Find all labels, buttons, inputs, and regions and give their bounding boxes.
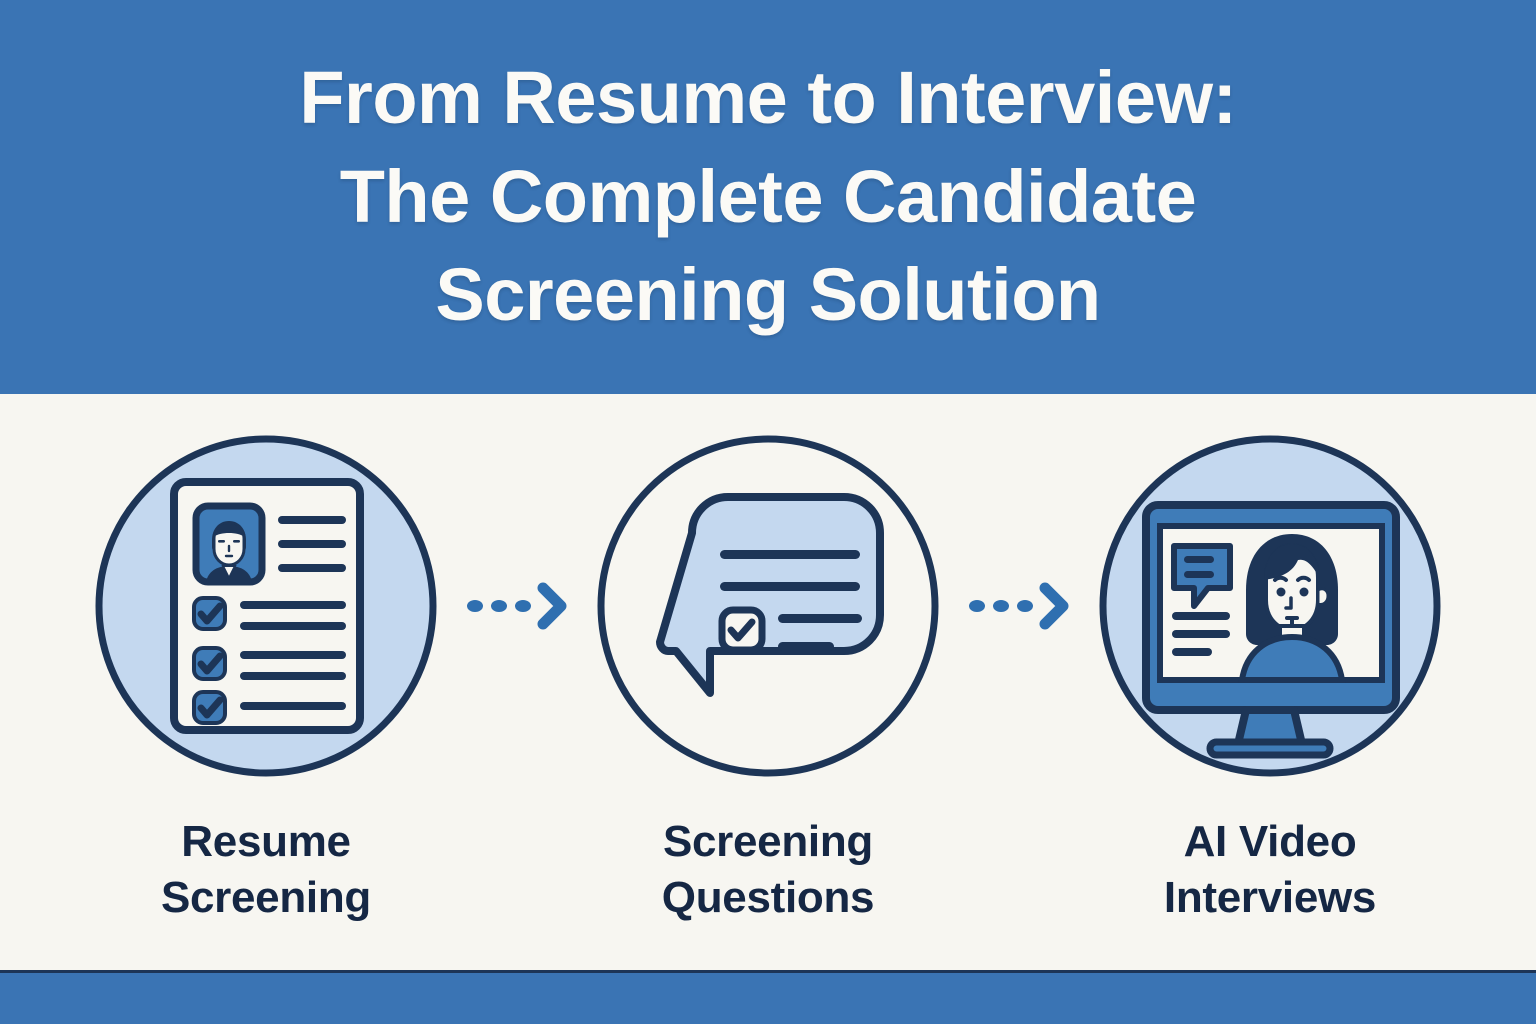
dotted-chevron-arrow-icon	[467, 582, 567, 630]
step-icon-resume-screening	[90, 430, 442, 782]
process-flow: Resume Screening	[0, 394, 1536, 973]
step-icon-screening-questions	[592, 430, 944, 782]
footer-band	[0, 970, 1536, 1024]
step-label-resume-screening: Resume Screening	[160, 817, 372, 923]
resume-document-checklist-icon	[95, 435, 437, 777]
step-resume-screening[interactable]: Resume Screening	[71, 394, 461, 927]
speech-bubble-checklist-icon	[597, 435, 939, 777]
header-band: From Resume to Interview: The Complete C…	[0, 0, 1536, 394]
step-screening-questions[interactable]: Screening Questions	[573, 394, 963, 927]
monitor-video-interview-icon	[1099, 435, 1441, 777]
connector-1	[461, 430, 573, 782]
dotted-chevron-arrow-icon	[969, 582, 1069, 630]
step-icon-ai-video-interviews	[1094, 430, 1446, 782]
page-title: From Resume to Interview: The Complete C…	[299, 56, 1237, 337]
step-ai-video-interviews[interactable]: AI Video Interviews	[1075, 394, 1465, 927]
step-label-screening-questions: Screening Questions	[661, 817, 875, 923]
connector-2	[963, 430, 1075, 782]
step-label-ai-video-interviews: AI Video Interviews	[1163, 817, 1377, 923]
